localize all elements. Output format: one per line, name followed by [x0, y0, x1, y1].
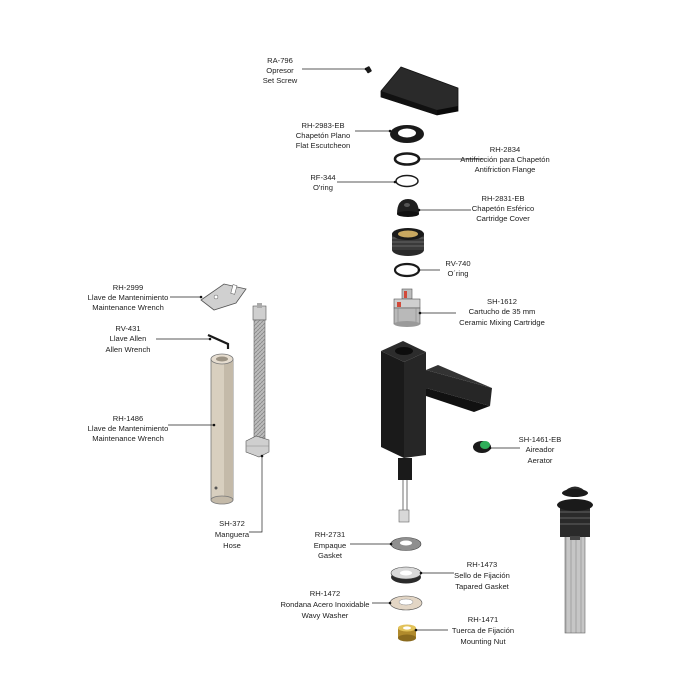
part-name-es: O´ring: [447, 269, 468, 278]
bonnet-nut-icon: [392, 228, 424, 256]
pop-up-drain-icon: [557, 486, 593, 634]
cartridge-cover-icon: [397, 199, 419, 217]
part-code: RH-1472: [310, 589, 340, 598]
part-name-es: Llave de Mantenimiento: [88, 293, 169, 302]
part-code: RH-1486: [113, 414, 143, 423]
part-code: RH-2983-EB: [301, 121, 344, 130]
faucet-body-icon: [381, 341, 492, 523]
part-label-sh-372: SH-372 Manguera Hose: [215, 519, 250, 550]
part-name-en: Allen Wrench: [105, 345, 150, 354]
gasket-icon: [390, 566, 422, 584]
mounting-nut-icon: [398, 624, 416, 642]
part-name-en: Wavy Washer: [302, 611, 349, 620]
part-code: RH-2999: [113, 283, 143, 292]
part-name-en: Maintenance Wrench: [92, 434, 164, 443]
o-ring-icon: [393, 262, 421, 278]
part-name-es: Opresor: [266, 66, 294, 75]
o-ring-icon: [395, 174, 419, 188]
part-code: RV-431: [115, 324, 140, 333]
part-name-en: Antifriction Flange: [475, 165, 536, 174]
part-label-rh-2834: RH-2834 Antifricción para Chapetón Antif…: [460, 145, 550, 174]
part-label-rh-1471: RH-1471 Tuerca de Fijación Mounting Nut: [452, 615, 514, 646]
part-code: SH-372: [219, 519, 245, 528]
part-label-rh-2831-eb: RH-2831-EB Chapetón Esférico Cartridge C…: [472, 194, 534, 223]
part-name-es: Llave Allen: [110, 334, 147, 343]
part-code: SH-1461-EB: [519, 435, 562, 444]
part-name-en: Tapared Gasket: [455, 582, 509, 591]
part-name-es: Manguera: [215, 530, 250, 539]
part-code: RH-2834: [490, 145, 520, 154]
part-code: RF-344: [310, 173, 335, 182]
part-label-rh-2983-eb: RH-2983-EB Chapetón Plano Flat Escutcheo…: [296, 121, 350, 150]
part-name-en: Hose: [223, 541, 241, 550]
part-name-en: Aerator: [528, 456, 553, 465]
gasket-icon: [390, 537, 422, 551]
part-name-es: Antifricción para Chapetón: [460, 155, 550, 164]
part-name-es: Llave de Mantenimiento: [88, 424, 169, 433]
part-code: RV-740: [445, 259, 470, 268]
part-name-en: Maintenance Wrench: [92, 303, 164, 312]
part-name-es: O'ring: [313, 183, 333, 192]
part-name-en: Mounting Nut: [460, 637, 506, 646]
part-name-en: Gasket: [318, 551, 343, 560]
part-name-en: Cartridge Cover: [476, 214, 530, 223]
part-code: RA-796: [267, 56, 293, 65]
part-name-es: Chapetón Plano: [296, 131, 350, 140]
part-label-rh-1473: RH-1473 Sello de Fijación Tapared Gasket: [454, 560, 510, 591]
part-label-rh-1486: RH-1486 Llave de Mantenimiento Maintenan…: [88, 414, 169, 443]
part-label-rv-740: RV-740 O´ring: [445, 259, 470, 278]
part-label-rh-1472: RH-1472 Rondana Acero Inoxidable Wavy Wa…: [280, 589, 369, 620]
part-name-es: Cartucho de 35 mm: [469, 307, 536, 316]
cartridge-icon: [393, 288, 421, 327]
leader-lines: [156, 67, 520, 632]
part-label-rh-2999: RH-2999 Llave de Mantenimiento Maintenan…: [88, 283, 169, 312]
part-name-en: Flat Escutcheon: [296, 141, 350, 150]
part-label-sh-1612: SH-1612 Cartucho de 35 mm Ceramic Mixing…: [459, 297, 545, 327]
part-name-es: Sello de Fijación: [454, 571, 510, 580]
lever-handle-plate: [380, 66, 459, 116]
o-ring-icon: [393, 152, 421, 166]
aerator-icon: [473, 441, 491, 453]
washer-icon: [389, 595, 423, 611]
part-name-en: Set Screw: [263, 76, 298, 85]
part-code: RH-1473: [467, 560, 497, 569]
part-name-es: Tuerca de Fijación: [452, 626, 514, 635]
escutcheon-icon: [390, 125, 424, 143]
part-label-sh-1461-eb: SH-1461-EB Aireador Aerator: [519, 435, 562, 465]
part-code: RH-2731: [315, 530, 345, 539]
part-code: RH-2831-EB: [481, 194, 524, 203]
part-name-es: Empaque: [314, 541, 347, 550]
hose-icon: [245, 303, 270, 458]
part-name-es: Aireador: [526, 445, 555, 454]
part-name-en: Ceramic Mixing Cartridge: [459, 318, 545, 327]
maintenance-wrench-icon: [210, 353, 234, 505]
part-name-es: Rondana Acero Inoxidable: [280, 600, 369, 609]
part-label-rv-431: RV-431 Llave Allen Allen Wrench: [105, 324, 150, 354]
part-code: RH-1471: [468, 615, 498, 624]
part-label-rh-2731: RH-2731 Empaque Gasket: [314, 530, 347, 560]
part-label-rf-344: RF-344 O'ring: [310, 173, 335, 192]
part-label-ra-796: RA-796 Opresor Set Screw: [263, 56, 298, 85]
part-code: SH-1612: [487, 297, 517, 306]
allen-wrench-icon: [207, 333, 230, 349]
maintenance-wrench-icon: [200, 283, 247, 311]
part-name-es: Chapetón Esférico: [472, 204, 534, 213]
